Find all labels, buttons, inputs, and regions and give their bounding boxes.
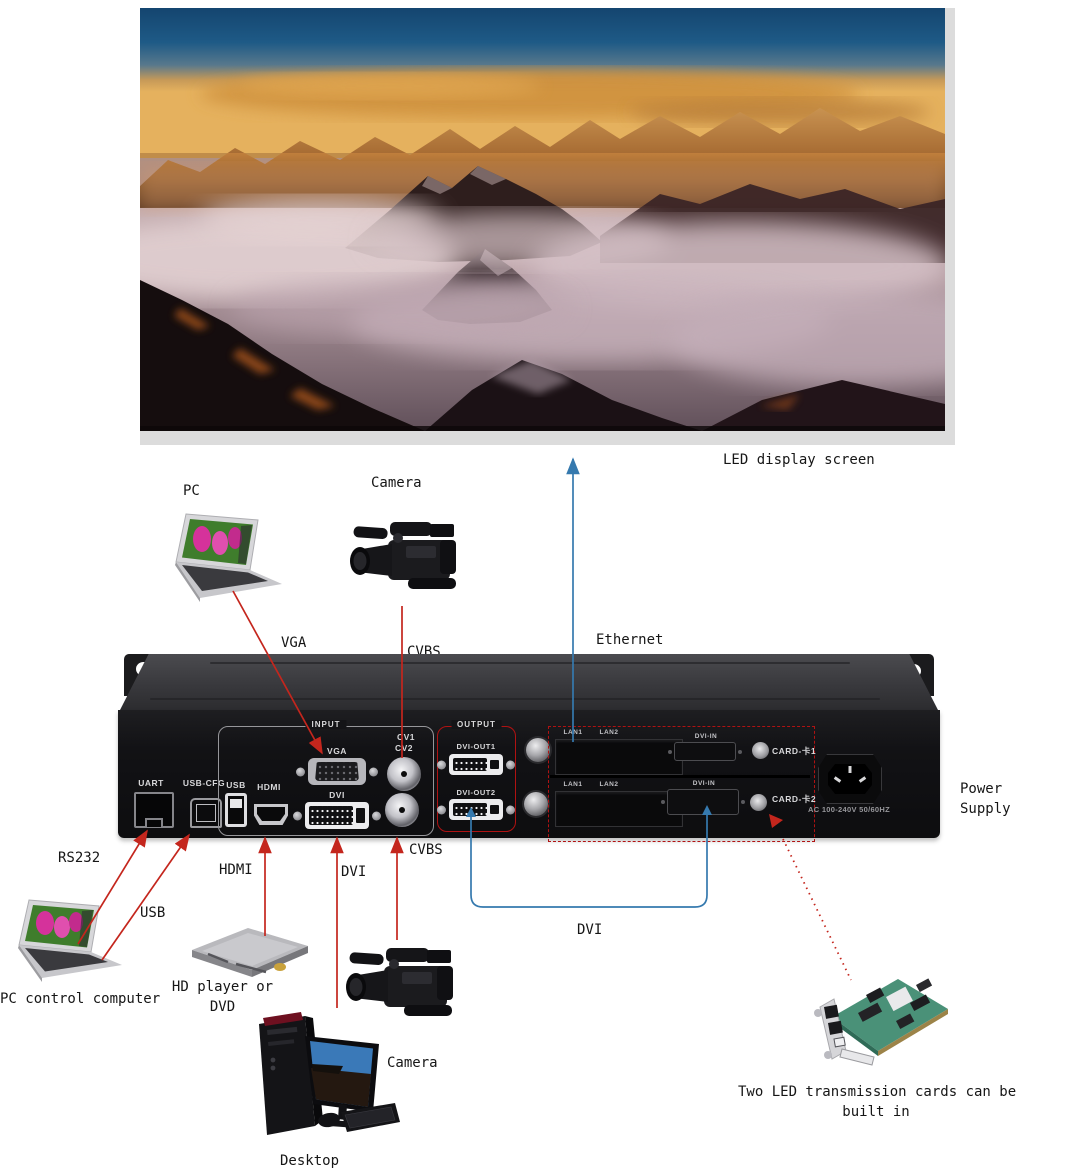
cv2-label: CV2 — [394, 743, 414, 753]
dvi-out1-port — [449, 754, 503, 775]
ac-rating-label: AC 100-240V 50/60HZ — [808, 805, 890, 814]
usb-cfg-port — [190, 798, 222, 828]
usb-port-label: USB — [226, 780, 246, 790]
vga-port-label: VGA — [327, 746, 347, 756]
dvi-port — [305, 802, 369, 829]
cvbs-bottom-cable-label: CVBS — [409, 842, 443, 858]
device-front-panel: UART USB-CFG INPUT USB HDMI VGA DVI CV1 … — [118, 710, 940, 842]
led-screen-photo — [140, 8, 945, 431]
pc-laptop-image — [168, 512, 290, 604]
uart-rj45-port — [134, 792, 174, 828]
desktop-label: Desktop — [280, 1153, 340, 1169]
card2-label: CARD-卡2 — [772, 794, 817, 804]
card2-dvi-in-port — [667, 789, 739, 815]
card1-dvi-in-port — [674, 742, 736, 761]
led-screen-photo-frame — [140, 8, 955, 445]
camera-top-label: Camera — [371, 475, 422, 491]
card-separator — [550, 775, 810, 778]
rs232-cable-label: RS232 — [58, 850, 101, 866]
mountain-sunset-photo — [140, 8, 945, 431]
ethernet-cable-label: Ethernet — [596, 632, 664, 648]
led-display-screen-label: LED display screen — [723, 452, 875, 468]
usb-port — [225, 793, 247, 827]
card2-screw — [750, 794, 767, 811]
pc-control-laptop-image — [12, 898, 130, 984]
led-transmission-card-image — [798, 955, 956, 1069]
card2-lan2-label: LAN2 — [599, 781, 619, 788]
cv2-bnc-port — [385, 793, 419, 827]
camera-top-image — [348, 510, 466, 606]
card1-screw — [752, 742, 769, 759]
thumbscrew-top — [526, 738, 550, 762]
usb-cable-label: USB — [140, 905, 166, 921]
pc-control-label: PC control computer — [0, 991, 161, 1007]
dvi-out2-label: DVI-OUT2 — [456, 788, 496, 797]
card2-dvi-in-label: DVI-IN — [692, 780, 716, 787]
cv1-bnc-port — [387, 757, 421, 791]
hdmi-cable-label: HDMI — [219, 862, 253, 878]
video-processor-rear-panel: UART USB-CFG INPUT USB HDMI VGA DVI CV1 … — [118, 652, 940, 846]
dvi-out1-label: DVI-OUT1 — [456, 742, 496, 751]
hd-player-image — [188, 920, 314, 982]
card1-label: CARD-卡1 — [772, 746, 817, 756]
cv1-label: CV1 — [396, 732, 416, 742]
desktop-image — [243, 1008, 401, 1148]
card1-lan1-label: LAN1 — [563, 729, 583, 736]
output-group-label: OUTPUT — [451, 720, 502, 729]
vga-port — [308, 758, 366, 785]
ac-power-inlet — [818, 754, 882, 804]
dvi-loop-label: DVI — [577, 922, 603, 938]
vga-cable-label: VGA — [281, 635, 307, 651]
hdmi-port-label: HDMI — [257, 782, 281, 792]
uart-port-label: UART — [138, 778, 164, 788]
card2-lan1-label: LAN1 — [563, 781, 583, 788]
card1-slot — [555, 739, 683, 775]
dvi-cable-label: DVI — [341, 864, 367, 880]
hdmi-port — [254, 804, 288, 825]
dvi-out2-port — [449, 799, 503, 820]
card1-lan2-label: LAN2 — [599, 729, 619, 736]
usb-cfg-port-label: USB-CFG — [182, 778, 226, 788]
pc-label: PC — [183, 483, 200, 499]
camera-bottom-label: Camera — [387, 1055, 438, 1071]
card1-dvi-in-label: DVI-IN — [694, 733, 718, 740]
dvi-port-label: DVI — [329, 790, 345, 800]
thumbscrew-bottom — [524, 792, 548, 816]
device-top-surface — [120, 654, 938, 710]
input-group-label: INPUT — [305, 720, 347, 729]
input-group-box: INPUT — [218, 720, 434, 836]
camera-bottom-image — [343, 935, 463, 1033]
card2-slot — [555, 791, 683, 827]
